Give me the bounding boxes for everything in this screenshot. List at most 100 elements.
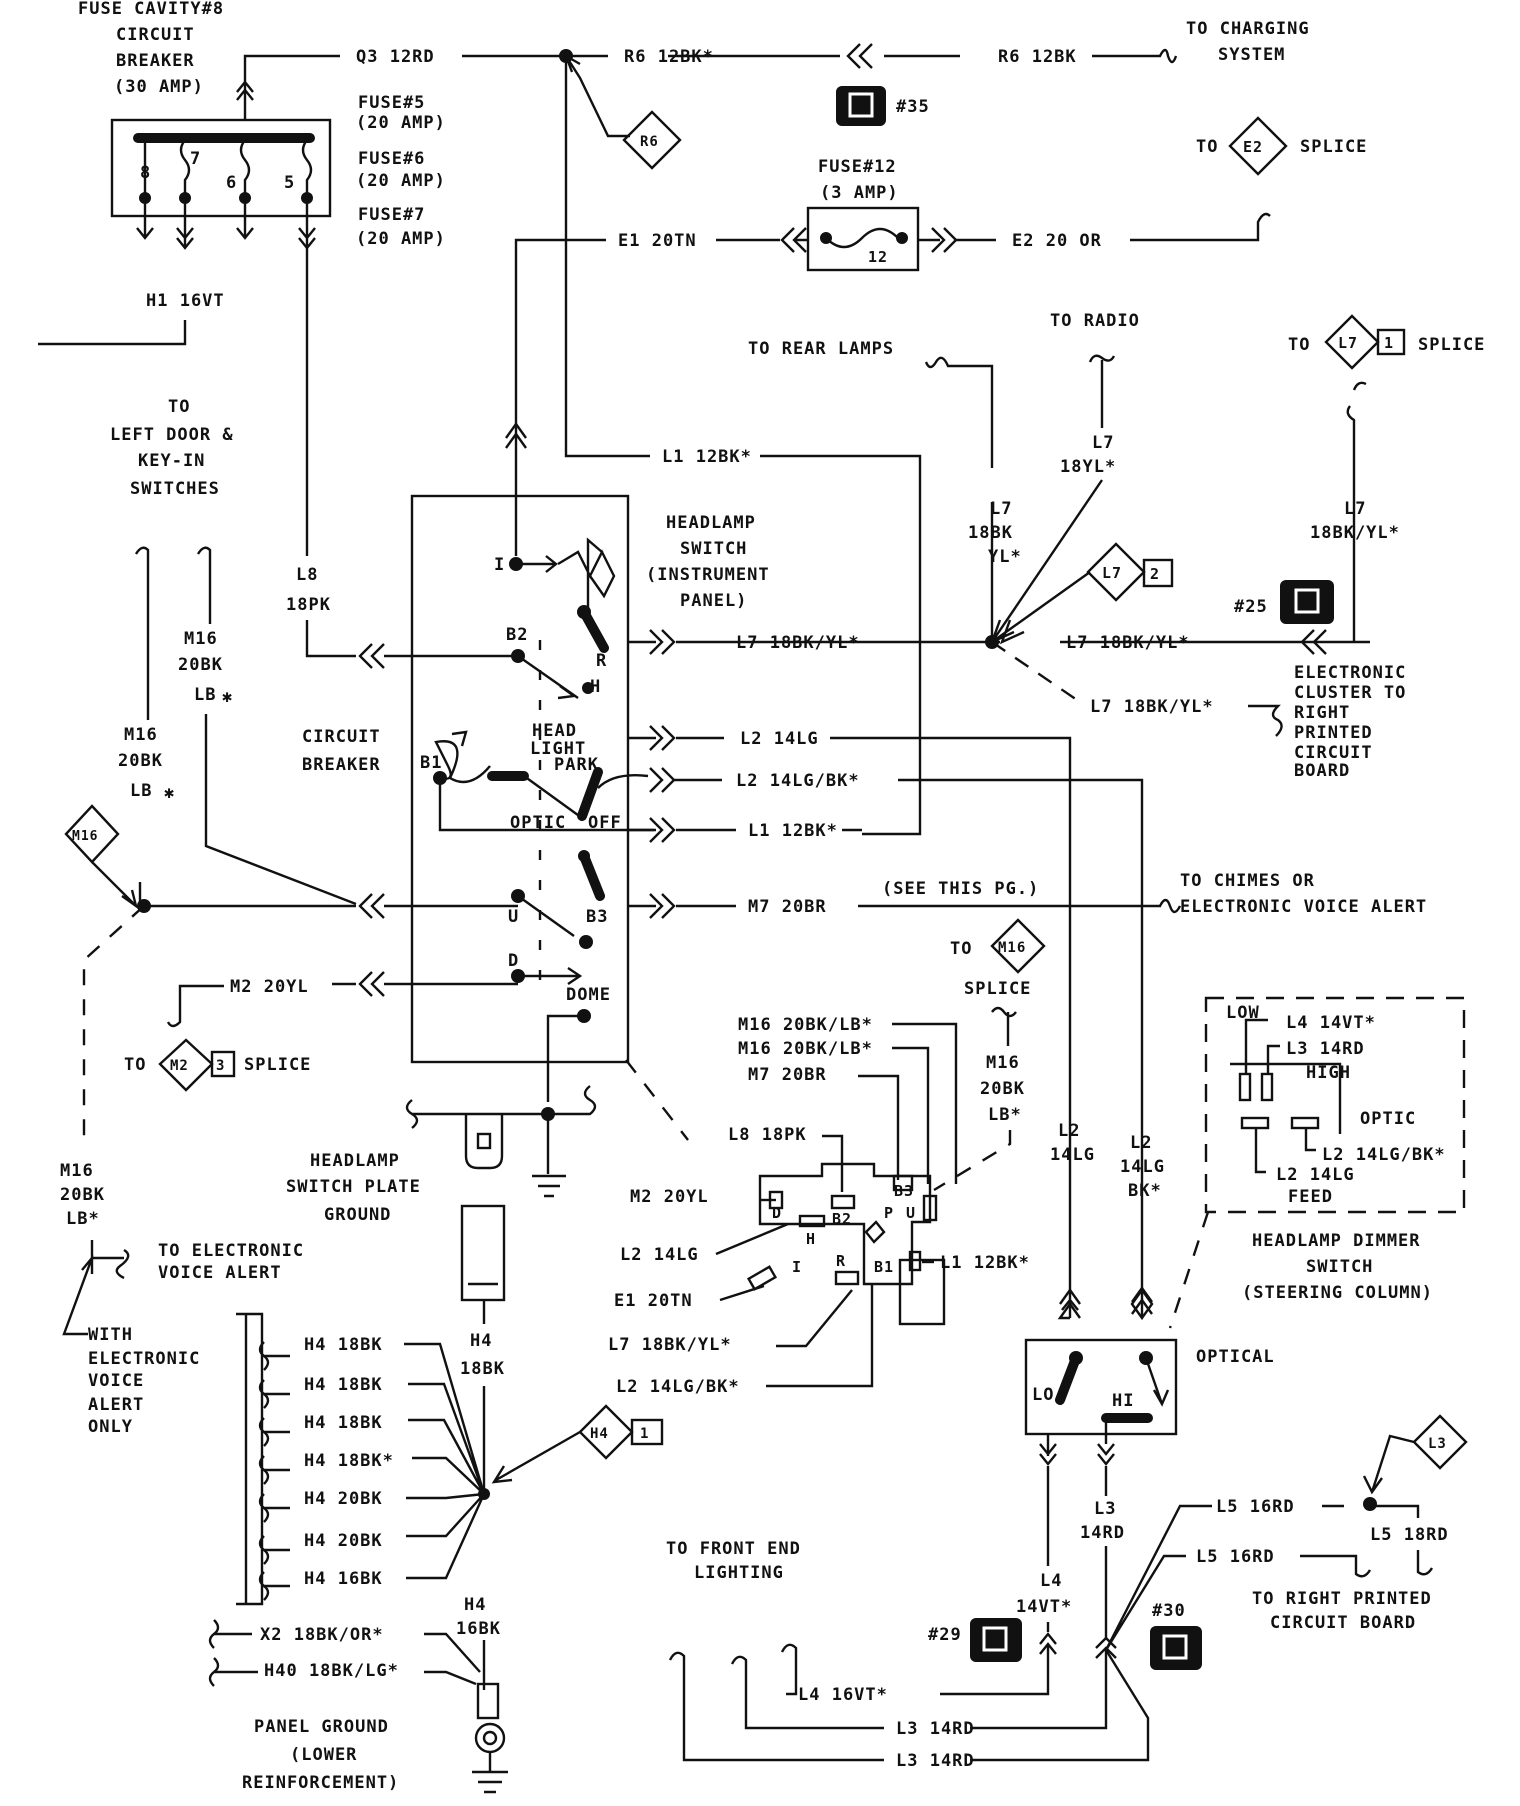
circuit-breaker-label-1: CIRCUIT [302,727,381,747]
wire-h1-label: H1 16VT [146,291,225,311]
wire-l8-label-1: L8 [296,565,318,585]
svg-text:L8 18PK: L8 18PK [728,1125,807,1145]
fuse7-amp: (20 AMP) [356,229,446,249]
headlamp-switch-box [410,494,630,1064]
svg-text:ELECTRONIC: ELECTRONIC [1294,663,1406,683]
term-d: D [508,951,519,971]
to-e2-splice: TO E2 SPLICE [1196,116,1366,176]
svg-text:3: 3 [216,1058,225,1074]
svg-text:L7: L7 [1092,433,1114,453]
svg-text:H4: H4 [464,1595,486,1615]
diamond-l7-1-label: L7 [1338,334,1358,352]
wire-m7-label: M7 20BR [748,897,827,917]
h4-ground-bus: H4 18BK H4 18BK H4 18BK H4 18BK H4 18BK*… [208,1204,664,1794]
to-charging-2: SYSTEM [1218,45,1285,65]
wire-l2bk-label: L2 14LG/BK* [736,771,860,791]
diamond-l7-1-num: 1 [1384,334,1394,352]
wire-l8: L8 18PK [286,246,518,669]
svg-text:H4 18BK*: H4 18BK* [304,1451,394,1471]
breaker-feed-wire [236,54,340,120]
svg-text:HEADLAMP: HEADLAMP [666,513,756,533]
svg-text:PANEL GROUND: PANEL GROUND [254,1717,389,1737]
svg-text:BK*: BK* [1128,1181,1162,1201]
svg-text:SWITCHES: SWITCHES [130,479,220,499]
wire-l4-bottom-label: L4 16VT* [798,1685,888,1705]
svg-text:FEED: FEED [1288,1187,1333,1207]
svg-text:M2 20YL: M2 20YL [630,1187,709,1207]
wire-q3-label: Q3 12RD [356,47,435,67]
svg-text:PRINTED: PRINTED [1294,723,1373,743]
svg-text:H4 18BK: H4 18BK [304,1335,383,1355]
svg-text:M16: M16 [986,1053,1020,1073]
svg-text:TO: TO [124,1055,146,1075]
svg-text:SWITCH: SWITCH [1306,1257,1373,1277]
wire-h1: H1 16VT [38,291,225,346]
wire-l5c-label: L5 16RD [1196,1547,1275,1567]
svg-text:L3: L3 [1094,1499,1116,1519]
optical-label: OPTICAL [1196,1347,1275,1367]
svg-text:E1 20TN: E1 20TN [614,1291,693,1311]
connector-35-label: #35 [896,97,930,117]
to-charging-1: TO CHARGING [1186,19,1310,39]
svg-text:TO: TO [168,397,190,417]
wire-e1-run [514,238,606,556]
svg-text:SWITCH PLATE: SWITCH PLATE [286,1177,421,1197]
dome-label: DOME [566,985,611,1005]
diamond-l7-2 [1086,542,1146,602]
svg-text:BOARD: BOARD [1294,761,1350,781]
svg-text:SWITCH: SWITCH [680,539,747,559]
svg-text:14LG: 14LG [1050,1145,1095,1165]
to-l7-to: TO [1288,335,1310,355]
svg-text:ELECTRONIC: ELECTRONIC [88,1349,200,1369]
svg-text:14VT*: 14VT* [1016,1597,1072,1617]
term-i: I [494,555,505,575]
diamond-e2-label: E2 [1243,138,1263,156]
svg-text:M16: M16 [998,940,1026,956]
svg-text:L3 14RD: L3 14RD [896,1751,975,1771]
optic-label: OPTIC [510,813,566,833]
wire-l2-label: L2 14LG [740,729,819,749]
fuse-cavity-label-4: (30 AMP) [114,77,204,97]
svg-text:18BK: 18BK [968,523,1013,543]
term-b2: B2 [506,625,528,645]
to-left-door: TO LEFT DOOR & KEY-IN SWITCHES [110,397,233,499]
wire-l7-right-2: 18BK/YL* [1310,523,1400,543]
diamond-l7-1 [1324,314,1380,370]
svg-text:L2 14LG: L2 14LG [620,1245,699,1265]
dimmer-switch: LOW L4 14VT* L3 14RD HIGH OPTIC L2 14LG/… [1168,996,1466,1329]
svg-text:18BK: 18BK [460,1359,505,1379]
wire-m16-left: M16 20BK LB ✱ M16 20BK LB ✱ M16 M16 20BK… [60,546,518,1437]
term-r: R [596,651,607,671]
svg-text:L3 14RD: L3 14RD [896,1719,975,1739]
fuse6-label: FUSE#6 [358,149,425,169]
connector-30-icon [1150,1626,1202,1670]
svg-text:LB*: LB* [988,1105,1022,1125]
fuse-num-7: 7 [190,149,201,169]
svg-text:✱: ✱ [164,783,175,803]
svg-text:(LOWER: (LOWER [290,1745,357,1765]
connector-body [758,1162,932,1286]
wire-m2-label: M2 20YL [230,977,309,997]
svg-text:KEY-IN: KEY-IN [138,451,205,471]
off-label: OFF [588,813,622,833]
svg-text:L4 14VT*: L4 14VT* [1286,1013,1376,1033]
to-rear-lamps-label: TO REAR LAMPS [748,339,894,359]
svg-text:LIGHT: LIGHT [530,739,586,759]
svg-text:H4: H4 [470,1331,492,1351]
connector-29-label: #29 [928,1625,962,1645]
connector-29-icon [970,1618,1022,1662]
svg-text:YL*: YL* [988,547,1022,567]
connector-25-label: #25 [1234,597,1268,617]
wire-l7-mid2-label: L7 18BK/YL* [1066,633,1190,653]
fuse-elements [143,139,313,198]
svg-text:20BK: 20BK [980,1079,1025,1099]
wire-l1-top-label: L1 12BK* [662,447,752,467]
to-e2-to: TO [1196,137,1218,157]
svg-text:D: D [772,1204,782,1222]
park-label: PARK [554,755,599,775]
fuse5-label: FUSE#5 [358,93,425,113]
svg-text:L3 14RD: L3 14RD [1286,1039,1365,1059]
svg-text:✱: ✱ [222,687,233,707]
wire-l8-label-2: 18PK [286,595,331,615]
